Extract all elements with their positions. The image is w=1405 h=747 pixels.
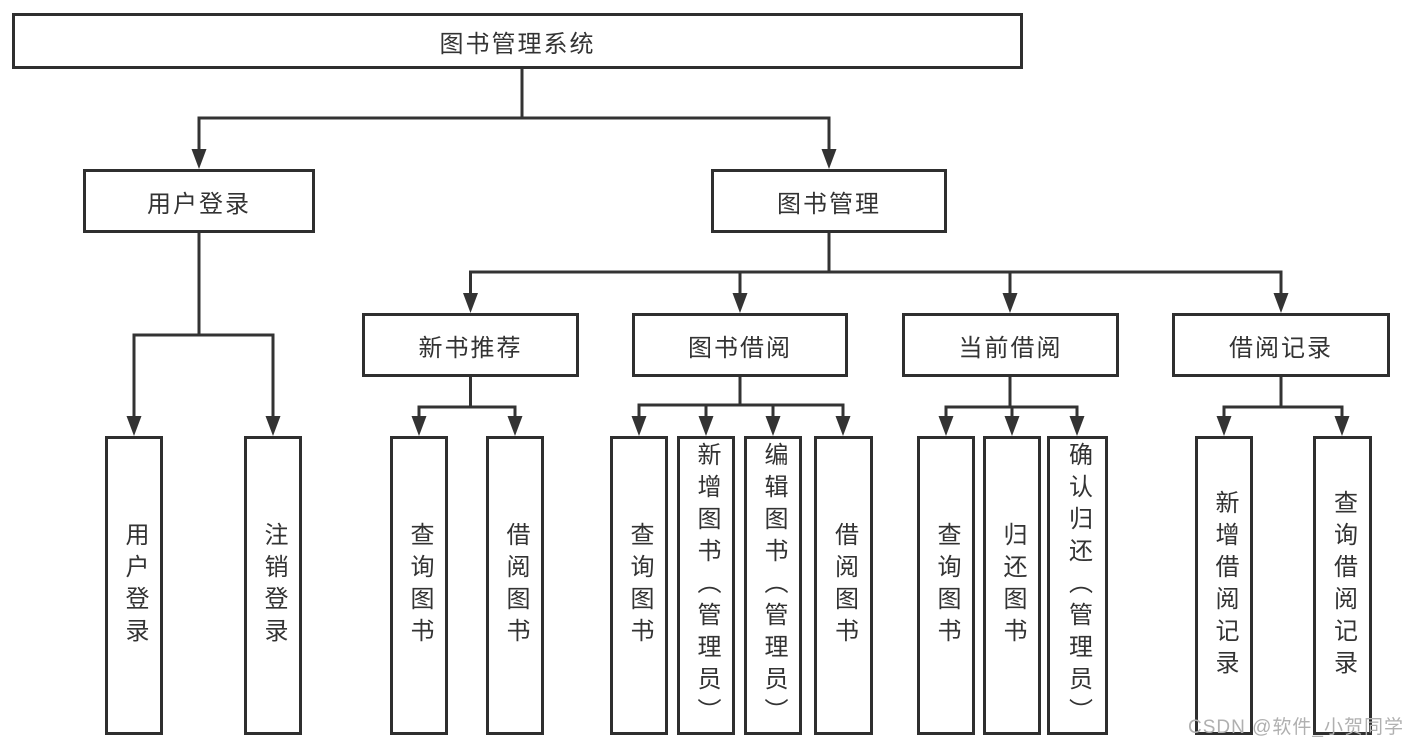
node-label: 归还图书 [999, 521, 1026, 650]
leaf-return-books: 归还图书 [983, 436, 1041, 735]
csdn-watermark: CSDN @软件_小贺同学 [1188, 717, 1404, 738]
node-label: 用户登录 [121, 521, 148, 650]
node-label: 图书管理系统 [439, 30, 596, 58]
node-label: 当前借阅 [958, 334, 1063, 362]
node-label: 注销登录 [260, 521, 287, 650]
node-label: 新书推荐 [418, 334, 523, 362]
leaf-edit-books-admin: 编辑图书（管理员） [744, 436, 802, 735]
leaf-query-borrow-record: 查询借阅记录 [1313, 436, 1372, 735]
leaf-query-books-2: 查询图书 [610, 436, 668, 735]
leaf-borrow-books-2: 借阅图书 [814, 436, 873, 735]
node-label: 查询图书 [626, 521, 653, 650]
node-label: 编辑图书（管理员） [760, 441, 787, 730]
node-borrow-records: 借阅记录 [1172, 313, 1390, 377]
node-label: 查询借阅记录 [1329, 489, 1357, 682]
node-label: 借阅图书 [502, 521, 529, 650]
node-label: 借阅记录 [1229, 334, 1333, 362]
leaf-query-books-1: 查询图书 [390, 436, 448, 735]
leaf-borrow-books-1: 借阅图书 [486, 436, 544, 735]
node-new-book-recommend: 新书推荐 [362, 313, 579, 377]
node-library-management-system: 图书管理系统 [12, 13, 1023, 69]
leaf-confirm-return-admin: 确认归还（管理员） [1047, 436, 1108, 735]
leaf-add-borrow-record: 新增借阅记录 [1195, 436, 1253, 735]
node-book-borrow: 图书借阅 [632, 313, 848, 377]
node-current-borrow: 当前借阅 [902, 313, 1119, 377]
leaf-user-login: 用户登录 [105, 436, 163, 735]
node-label: 新增图书（管理员） [693, 441, 720, 730]
leaf-logout: 注销登录 [244, 436, 302, 735]
node-label: 查询图书 [406, 521, 433, 650]
node-label: 图书管理 [777, 190, 881, 218]
node-label: 借阅图书 [830, 521, 858, 650]
node-user-login: 用户登录 [83, 169, 315, 233]
node-label: 查询图书 [933, 521, 960, 650]
node-label: 确认归还（管理员） [1064, 441, 1092, 730]
leaf-query-books-3: 查询图书 [917, 436, 975, 735]
leaf-add-books-admin: 新增图书（管理员） [677, 436, 735, 735]
node-label: 图书借阅 [688, 334, 792, 362]
node-label: 用户登录 [147, 190, 251, 218]
node-book-management: 图书管理 [711, 169, 947, 233]
node-label: 新增借阅记录 [1211, 489, 1238, 682]
